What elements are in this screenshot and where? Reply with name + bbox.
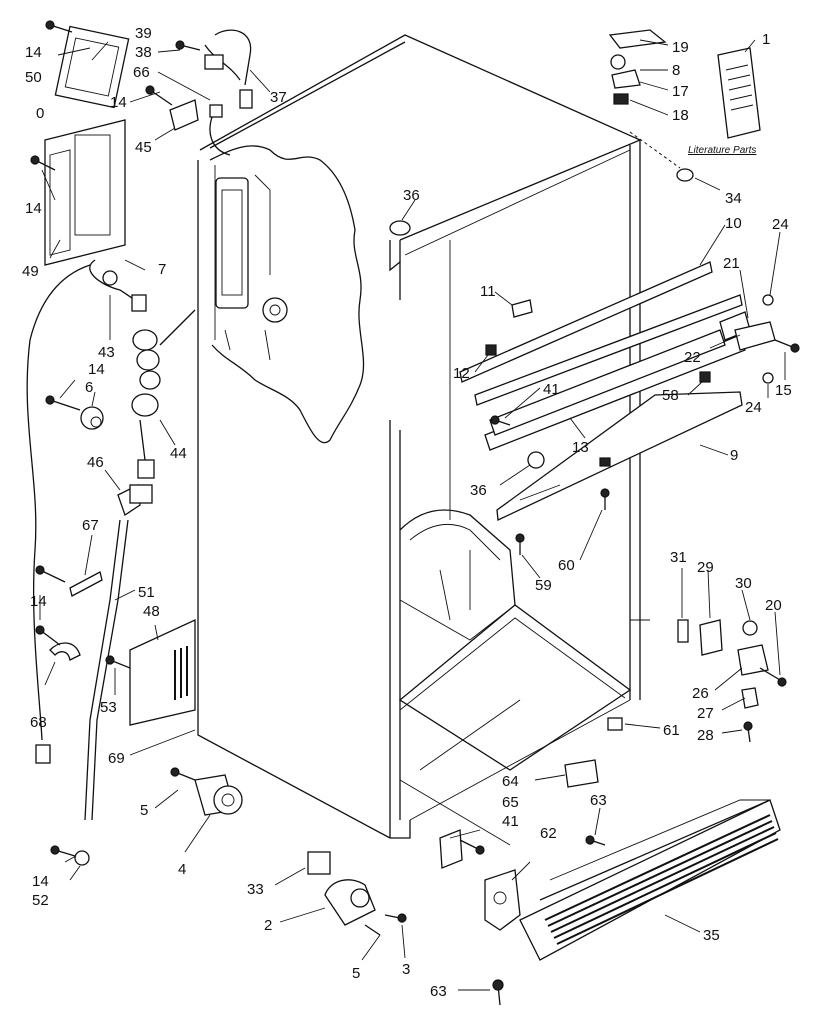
grille-slots [544,814,779,945]
callout-19: 19 [672,39,689,56]
callout-44: 44 [170,445,187,462]
callout-12: 12 [453,365,470,382]
callout-10: 10 [725,215,742,232]
callout-66: 66 [133,64,150,81]
leader-lines [39,39,786,991]
callout-5: 5 [352,965,360,982]
callout-34: 34 [725,190,742,207]
callout-37: 37 [270,89,287,106]
parts-left-column [26,20,253,866]
callout-51: 51 [138,584,155,601]
callout-52: 52 [32,892,49,909]
shelf-rails [459,261,776,521]
callout-59: 59 [535,577,552,594]
callout-7: 7 [158,261,166,278]
callout-6: 6 [85,379,93,396]
parts-bottom [170,717,623,1006]
callout-46: 46 [87,454,104,471]
callout-9: 9 [730,447,738,464]
callout-41: 41 [543,381,560,398]
callout-35: 35 [703,927,720,944]
callout-14: 14 [25,200,42,217]
callout-26: 26 [692,685,709,702]
callout-8: 8 [672,62,680,79]
callout-36: 36 [403,187,420,204]
callout-30: 30 [735,575,752,592]
callout-14: 14 [32,873,49,890]
callout-63: 63 [590,792,607,809]
callout-41: 41 [502,813,519,830]
callout-13: 13 [572,439,589,456]
callout-2: 2 [264,917,272,934]
callout-65: 65 [502,794,519,811]
callout-48: 48 [143,603,160,620]
callout-64: 64 [502,773,519,790]
callout-20: 20 [765,597,782,614]
callout-33: 33 [247,881,264,898]
callout-63: 63 [430,983,447,1000]
callout-4: 4 [178,861,186,878]
callout-14: 14 [25,44,42,61]
literature-parts-label: Literature Parts [688,145,756,156]
callout-53: 53 [100,699,117,716]
callout-14: 14 [30,593,47,610]
callout-69: 69 [108,750,125,767]
callout-43: 43 [98,344,115,361]
callout-24: 24 [745,399,762,416]
callout-29: 29 [697,559,714,576]
callout-39: 39 [135,25,152,42]
callout-18: 18 [672,107,689,124]
callout-50: 50 [25,69,42,86]
callout-15: 15 [775,382,792,399]
toe-grille [519,799,781,961]
callout-labels: 14 39 38 50 66 0 37 14 45 14 49 7 43 14 … [22,25,792,1000]
callout-61: 61 [663,722,680,739]
callout-68: 68 [30,714,47,731]
callout-14: 14 [88,361,105,378]
callout-5: 5 [140,802,148,819]
callout-45: 45 [135,139,152,156]
callout-27: 27 [697,705,714,722]
callout-0: 0 [36,105,44,122]
callout-14: 14 [110,94,127,111]
callout-22: 22 [684,349,701,366]
parts-right-column [389,29,800,743]
callout-17: 17 [672,83,689,100]
callout-24: 24 [772,216,789,233]
callout-38: 38 [135,44,152,61]
callout-60: 60 [558,557,575,574]
callout-58: 58 [662,387,679,404]
callout-62: 62 [540,825,557,842]
callout-3: 3 [402,961,410,978]
callout-36: 36 [470,482,487,499]
callout-1: 1 [762,31,770,48]
callout-11: 11 [480,283,496,300]
callout-49: 49 [22,263,39,280]
panel-48-vents [174,646,188,700]
callout-21: 21 [723,255,740,272]
callout-31: 31 [670,549,687,566]
callout-28: 28 [697,727,714,744]
callout-67: 67 [82,517,99,534]
